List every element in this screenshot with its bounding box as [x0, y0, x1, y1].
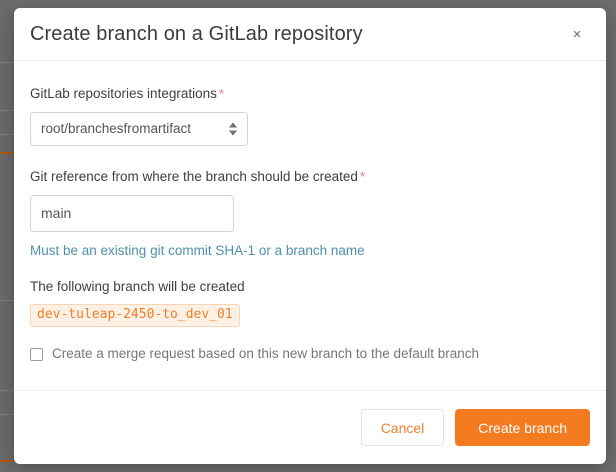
background-page-strip — [0, 0, 14, 472]
merge-request-checkbox-label: Create a merge request based on this new… — [52, 346, 480, 362]
page-title: Create branch on a GitLab repository — [30, 22, 363, 45]
git-reference-label: Git reference from where the branch shou… — [30, 168, 590, 186]
integration-field-group: GitLab repositories integrations* root/b… — [30, 85, 590, 146]
branch-name-badge: dev-tuleap-2450-to_dev_01 — [30, 304, 240, 328]
required-asterisk: * — [218, 86, 224, 101]
background-accent-line-bottom — [0, 460, 13, 462]
git-reference-field-group: Git reference from where the branch shou… — [30, 168, 590, 260]
branch-preview-group: The following branch will be created dev… — [30, 278, 590, 363]
create-branch-modal: Create branch on a GitLab repository × G… — [14, 8, 606, 464]
integration-select[interactable]: root/branchesfromartifact — [30, 111, 248, 146]
integration-label: GitLab repositories integrations* — [30, 85, 590, 103]
modal-body: GitLab repositories integrations* root/b… — [14, 61, 606, 390]
branch-preview-label: The following branch will be created — [30, 278, 245, 294]
integration-label-text: GitLab repositories integrations — [30, 86, 217, 101]
modal-footer: Cancel Create branch — [14, 390, 606, 464]
git-reference-label-text: Git reference from where the branch shou… — [30, 168, 358, 184]
close-icon[interactable]: × — [566, 23, 588, 45]
merge-request-checkbox-row[interactable]: Create a merge request based on this new… — [30, 346, 590, 362]
create-branch-button[interactable]: Create branch — [455, 409, 590, 446]
required-asterisk: * — [359, 168, 365, 184]
git-reference-input[interactable] — [30, 194, 234, 232]
git-reference-help-link[interactable]: Must be an existing git commit SHA-1 or … — [30, 242, 365, 258]
merge-request-checkbox[interactable] — [30, 347, 43, 361]
background-accent-line-top — [0, 152, 13, 154]
modal-header: Create branch on a GitLab repository × — [14, 8, 606, 61]
integration-select-wrapper: root/branchesfromartifact — [30, 111, 248, 146]
cancel-button[interactable]: Cancel — [360, 409, 445, 446]
